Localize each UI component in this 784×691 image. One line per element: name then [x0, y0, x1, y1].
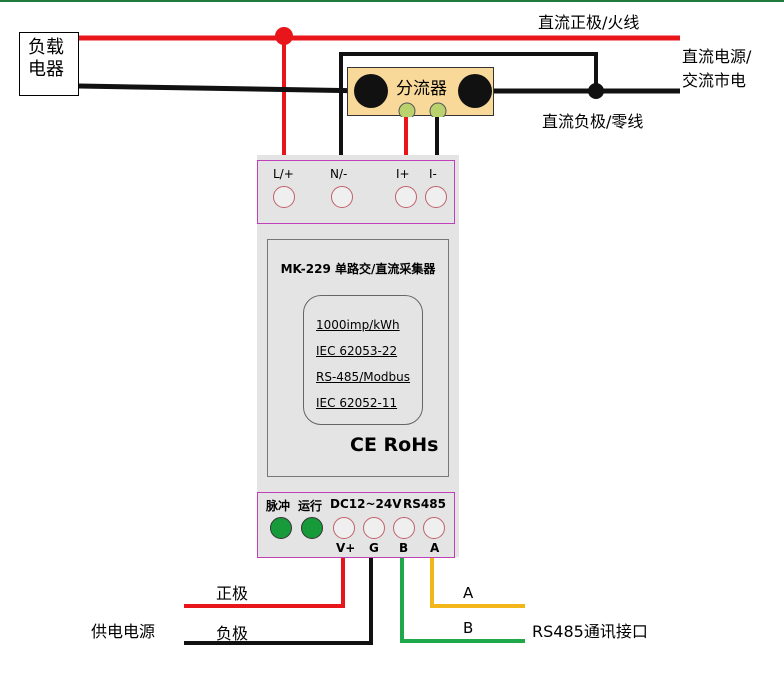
- terminal-B-screw: [393, 517, 415, 539]
- top-terminal-strip: L/+ N/- I+ I-: [257, 160, 455, 224]
- pin-B-label: B: [399, 541, 409, 555]
- pulse-led-label: 脉冲: [266, 499, 291, 513]
- neutral-wire-left: [78, 83, 371, 94]
- bottom-terminal-strip: 脉冲 运行 DC12~24V RS485 V+ G B A: [257, 492, 455, 558]
- terminal-I-plus-screw: [395, 186, 417, 208]
- top-border-bar: [0, 0, 784, 2]
- terminal-I-minus-screw: [425, 186, 447, 208]
- terminal-L-screw: [273, 186, 295, 208]
- load-device-box: 负载 电器: [19, 32, 79, 96]
- rs485-port-label: RS485: [403, 497, 446, 511]
- device-front-panel: MK-229 单路交/直流采集器 1000imp/kWh IEC 62053-2…: [267, 239, 449, 477]
- terminal-A-screw: [423, 517, 445, 539]
- pin-G-label: G: [369, 541, 379, 555]
- load-label-line2: 电器: [28, 59, 64, 80]
- neutral-wire-label: 直流负极/零线: [542, 112, 644, 131]
- run-led-label: 运行: [298, 499, 323, 513]
- power-negative-wire: [184, 557, 373, 645]
- source-label-line2: 交流市电: [682, 71, 747, 90]
- spec-panel: 1000imp/kWh IEC 62053-22 RS-485/Modbus I…: [303, 295, 423, 425]
- terminal-G-screw: [363, 517, 385, 539]
- model-title: MK-229 单路交/直流采集器: [280, 262, 436, 276]
- rs485-a-label: A: [463, 584, 474, 602]
- rs485-b-label: B: [463, 619, 474, 637]
- pin-V-plus-label: V+: [336, 541, 356, 555]
- shunt-right-bolt: [458, 74, 492, 108]
- rs485-b-wire: [400, 557, 525, 643]
- power-positive-wire: [184, 557, 345, 608]
- spec-rs485-modbus: RS-485/Modbus: [316, 370, 411, 384]
- spec-impulse: 1000imp/kWh: [316, 318, 400, 332]
- rs485-interface-label: RS485通讯接口: [532, 622, 648, 641]
- shunt-graphic: [354, 74, 492, 117]
- source-label-line1: 直流电源/: [682, 47, 752, 66]
- terminal-N-screw: [331, 186, 353, 208]
- mk229-collector: L/+ N/- I+ I- MK-229 单路交/直流采集器 1000imp/k…: [257, 155, 459, 558]
- spec-iec-62052: IEC 62052-11: [316, 396, 398, 410]
- neutral-junction-dot: [588, 83, 604, 99]
- power-supply-label: 供电电源: [91, 622, 156, 641]
- power-positive-label: 正极: [216, 584, 249, 603]
- terminal-V-plus-screw: [333, 517, 355, 539]
- power-negative-label: 负极: [216, 624, 249, 643]
- shunt-sense-terminal-plus: [398, 102, 416, 117]
- spec-iec-62053: IEC 62053-22: [316, 344, 398, 358]
- power-input-label: DC12~24V: [330, 497, 402, 511]
- live-wire-label: 直流正极/火线: [538, 13, 640, 32]
- shunt: 分流器: [347, 67, 494, 117]
- shunt-sense-terminal-minus: [429, 102, 447, 117]
- neutral-to-N-wire: [339, 52, 598, 160]
- terminal-I-minus-label: I-: [429, 167, 437, 181]
- pin-A-label: A: [430, 541, 440, 555]
- certification-marks: CE RoHs: [350, 434, 439, 456]
- shunt-left-bolt: [354, 74, 388, 108]
- terminal-I-plus-label: I+: [396, 167, 410, 181]
- shunt-label: 分流器: [396, 79, 447, 99]
- load-label-line1: 负载: [28, 37, 64, 58]
- rs485-a-wire: [430, 557, 525, 608]
- terminal-N-label: N/-: [330, 167, 348, 181]
- terminal-L-label: L/+: [273, 167, 294, 181]
- run-led: [301, 517, 323, 539]
- pulse-led: [270, 517, 292, 539]
